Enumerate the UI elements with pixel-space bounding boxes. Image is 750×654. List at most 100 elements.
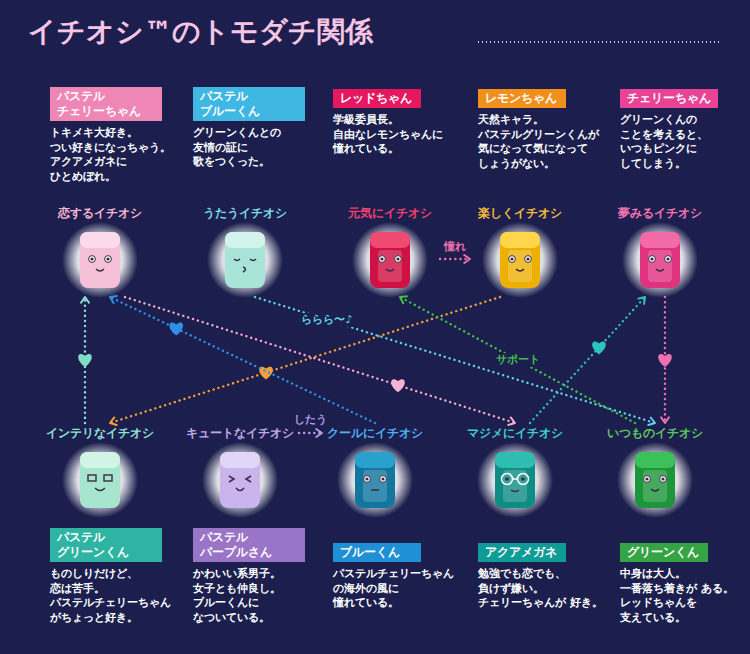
figure-part [363, 470, 387, 502]
character-figure [62, 442, 138, 518]
dotted-connector [299, 429, 322, 437]
name-tag: アクアメガネ [478, 543, 566, 562]
edge-label: サポート [494, 353, 542, 367]
dotted-connector [255, 297, 655, 425]
figure-part [88, 475, 96, 481]
figure-part [229, 476, 251, 482]
figure-part [526, 257, 529, 260]
arrow-head [316, 429, 322, 437]
figure-part [525, 256, 532, 263]
figure-part [225, 232, 265, 288]
connector-line [110, 297, 500, 423]
figure-part [355, 452, 395, 468]
arrow-head [110, 417, 117, 425]
arc-label: 恋するイチオシ [52, 205, 148, 221]
arrow-head [110, 296, 117, 303]
edge-label: したう [292, 413, 329, 427]
character-figure [622, 222, 698, 298]
figure-part [660, 476, 667, 483]
figure-part [106, 257, 109, 260]
dotted-connector [440, 255, 470, 263]
figure-part [220, 452, 260, 508]
caption-group: パステル ブルーくんグリーンくんとの 友情の証に 歌をつくった。 [193, 87, 323, 170]
figure-part [518, 474, 529, 485]
figure-part [380, 476, 387, 483]
character-node: うたうイチオシパステル ブルーくんグリーンくんとの 友情の証に 歌をつくった。 [197, 205, 293, 295]
figure-part [236, 488, 244, 491]
figure-part [378, 250, 402, 282]
figure-part [96, 269, 104, 271]
figure-part [381, 477, 384, 480]
figure-part [661, 477, 664, 480]
character-figure [482, 222, 558, 298]
caption-group: ブルーくんパステルチェリーちゃん の海外の風に 憧れている。 [333, 541, 463, 611]
figure-part [495, 452, 535, 468]
heart-icon [78, 354, 92, 367]
figure-part [665, 256, 672, 263]
figure-part [521, 477, 525, 481]
figure-part [635, 452, 675, 468]
caption-group: レモンちゃん天然キャラ。 パステルグリーンくんが 気になって気になって しょうが… [478, 87, 608, 171]
arc-label: 元気にイチオシ [342, 205, 438, 221]
connector-line [255, 297, 655, 423]
heart-icon [259, 367, 273, 380]
caption-group: パステル チェリーちゃんトキメキ大好き。 つい好きになっちゃう。 アクアメガネに… [50, 87, 182, 184]
caption-group: グリーンくん中身は大人。 一番落ち着きが ある。レッドちゃんを 支えている。 [620, 541, 744, 625]
character-node: キュートなイチオシパステル パープルさんかわいい系男子。 女子とも仲良し。 ブル… [183, 425, 297, 515]
figure-part [635, 452, 675, 508]
character-figure [352, 222, 428, 298]
figure-part [225, 232, 265, 248]
figure-part [90, 257, 93, 260]
character-figure [202, 442, 278, 518]
caption-group: アクアメガネ勉強でも恋でも、 負けず嫌い。 チェリーちゃんが 好き。 [478, 541, 608, 611]
dotted-connector [530, 297, 645, 423]
figure-part [380, 257, 383, 260]
arc-label: インテリなイチオシ [43, 425, 157, 441]
figure-part [511, 490, 519, 492]
arrow-head [661, 417, 669, 423]
edge-label: ららら〜♪ [299, 313, 354, 327]
figure-part [617, 442, 693, 518]
figure-part [666, 257, 669, 260]
connector-line [440, 258, 470, 260]
figure-part [656, 269, 664, 271]
figure-part [80, 232, 120, 288]
dotted-connector [78, 297, 92, 423]
arrow-head [648, 417, 655, 425]
character-figure [337, 442, 413, 518]
description: グリーンくんの ことを考えると、 いつもピンクに してしまう。 [620, 113, 744, 171]
figure-part [355, 452, 395, 508]
character-figure [477, 442, 553, 518]
name-tag: チェリーちゃん [620, 89, 718, 108]
figure-part [505, 477, 509, 481]
character-figure [617, 442, 693, 518]
description: 学級委員長。 自由なレモンちゃんに 憧れている。 [333, 113, 463, 157]
figure-part [370, 232, 410, 288]
figure-part [352, 222, 428, 298]
character-node: 恋するイチオシパステル チェリーちゃんトキメキ大好き。 つい好きになっちゃう。 … [52, 205, 148, 295]
figure-part [234, 259, 256, 261]
figure-part [202, 442, 278, 518]
heart-icon [169, 323, 183, 336]
character-figure [207, 222, 283, 298]
name-tag: レモンちゃん [478, 89, 566, 108]
edge-label: 憧れ [442, 240, 468, 254]
description: トキメキ大好き。 つい好きになっちゃう。 アクアメガネに ひとめぼれ。 [50, 126, 182, 184]
character-node: いつものイチオシグリーンくん中身は大人。 一番落ち着きが ある。レッドちゃんを … [604, 425, 706, 515]
figure-part [622, 222, 698, 298]
figure-part [80, 452, 120, 508]
dotted-connector [400, 296, 635, 423]
arc-label: 夢みるイチオシ [612, 205, 708, 221]
arc-label: キュートなイチオシ [183, 425, 297, 441]
figure-part [508, 250, 532, 282]
description: パステルチェリーちゃん の海外の風に 憧れている。 [333, 567, 463, 611]
figure-part [95, 488, 105, 491]
figure-part [500, 232, 540, 288]
figure-part [370, 232, 410, 248]
name-tag: パステル ブルーくん [193, 87, 305, 121]
dotted-connector [125, 297, 515, 425]
arc-label: うたうイチオシ [197, 205, 293, 221]
arc-label: マジメにイチオシ [464, 425, 566, 441]
description: 中身は大人。 一番落ち着きが ある。レッドちゃんを 支えている。 [620, 567, 744, 625]
